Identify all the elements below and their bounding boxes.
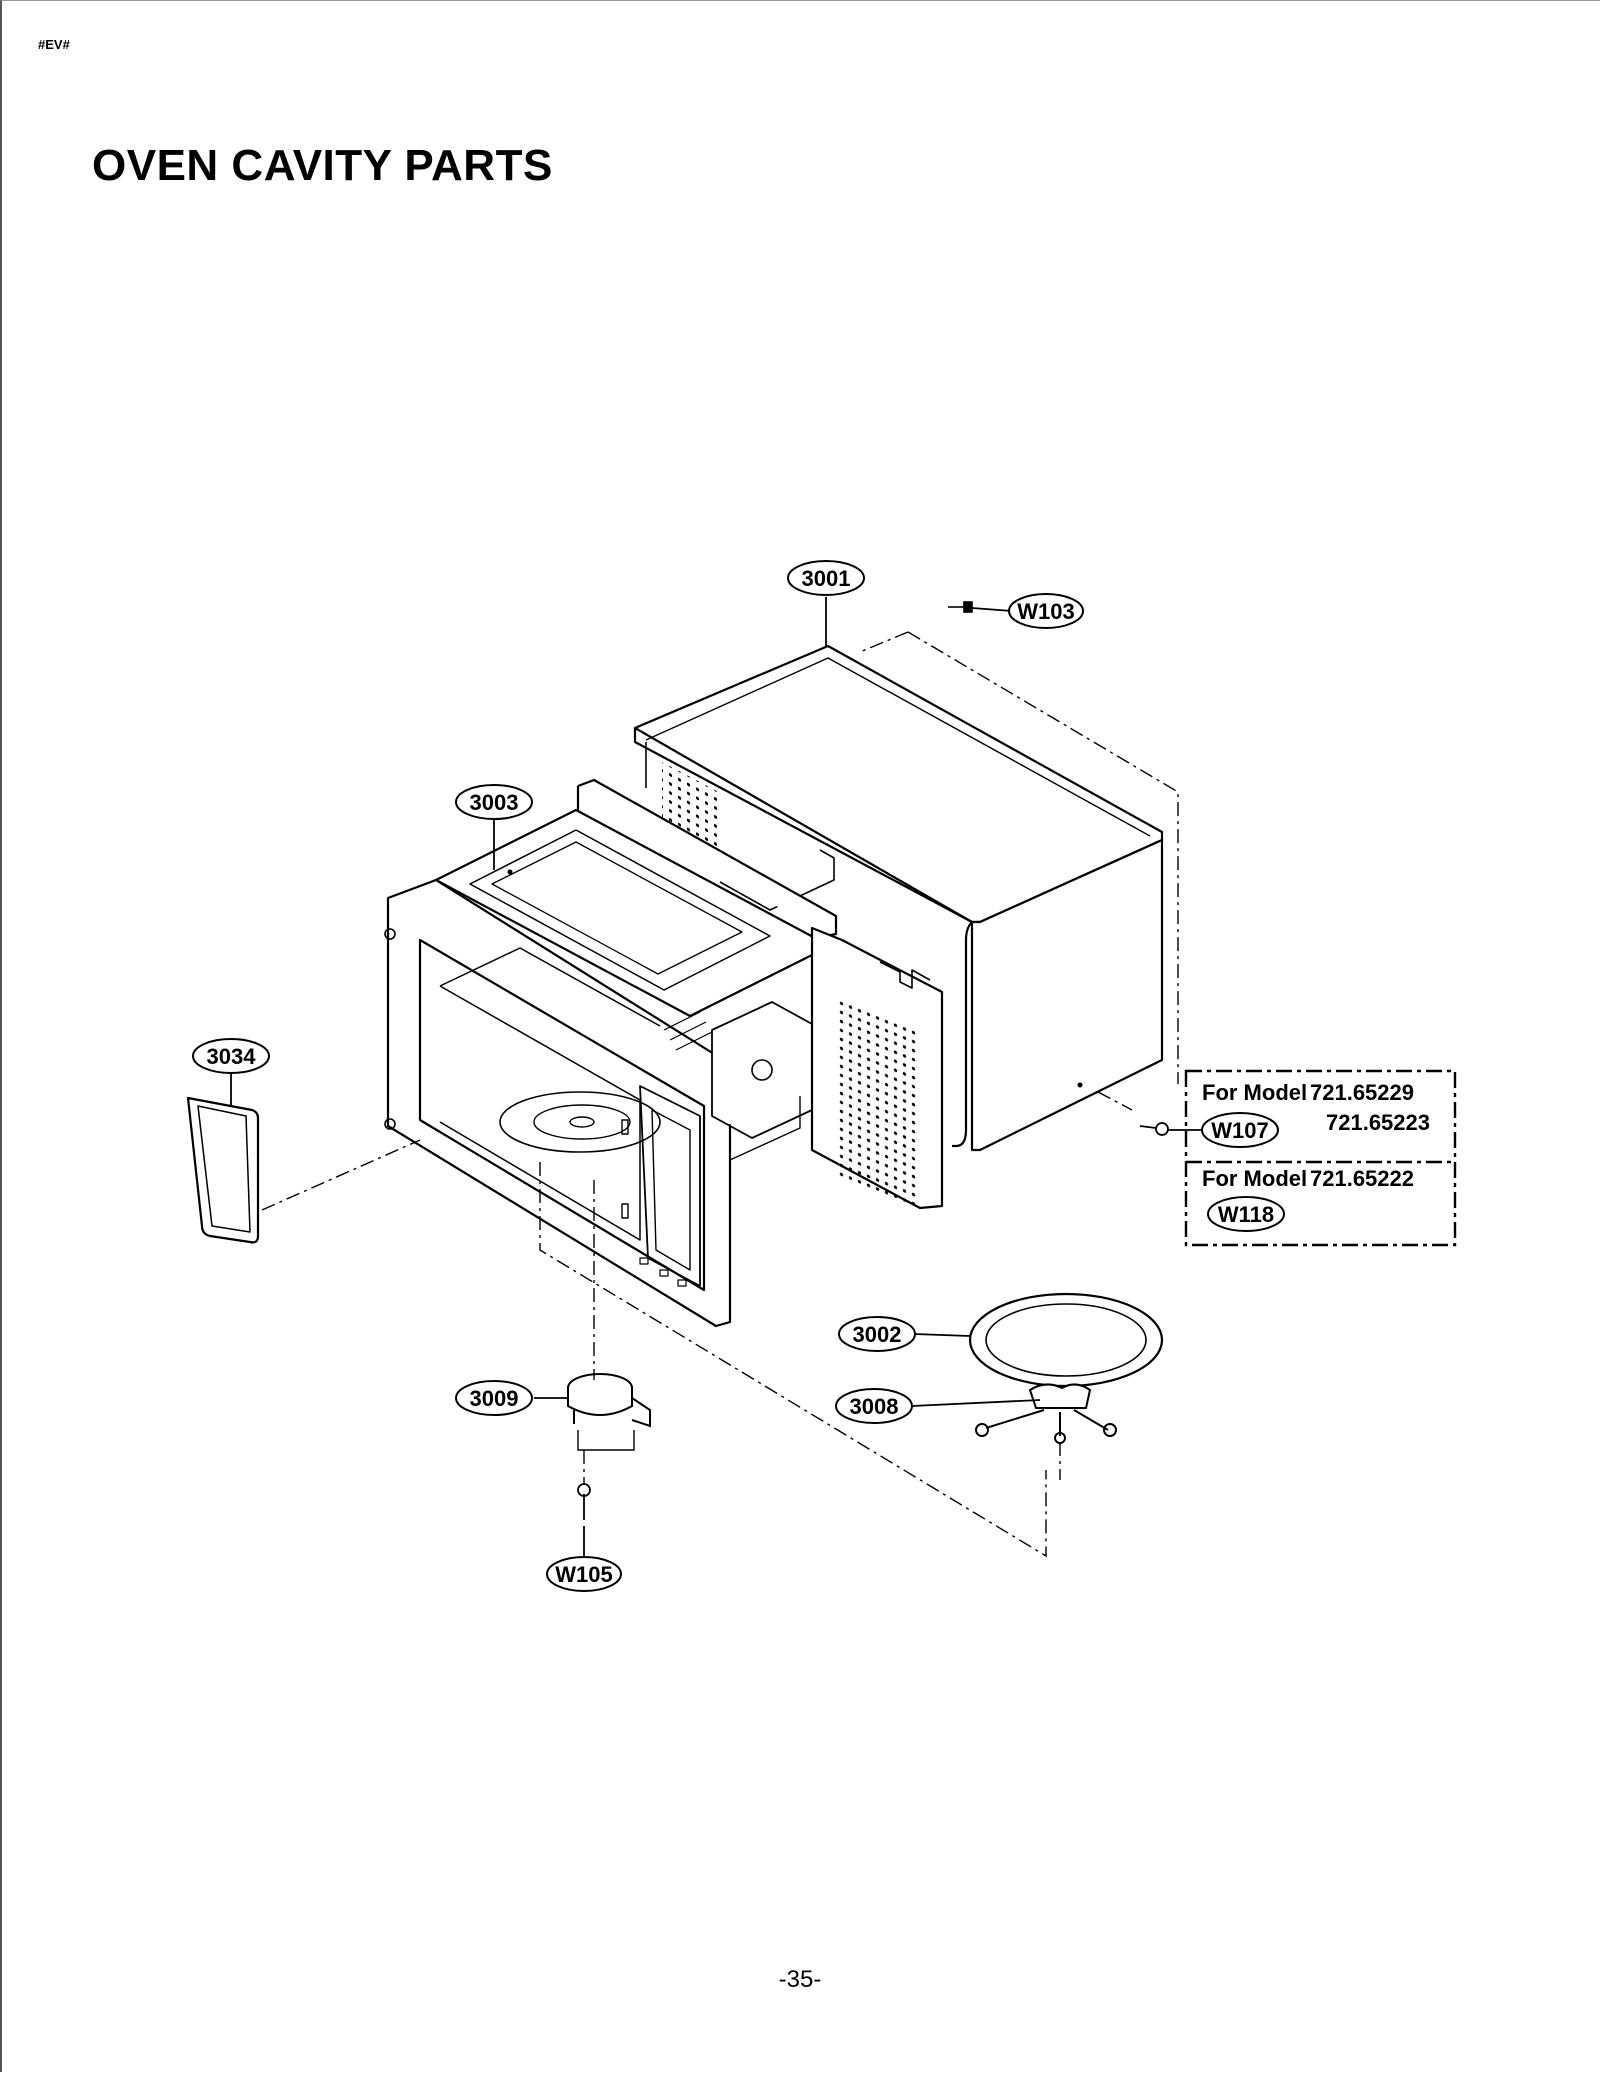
part-labels: 3001 W103 3003 3034 3002 3008 3009 W105 bbox=[192, 560, 1084, 1592]
svg-text:W103: W103 bbox=[1017, 599, 1074, 624]
label-3001: 3001 bbox=[787, 560, 865, 596]
page-code: #EV# bbox=[38, 37, 70, 52]
svg-text:3009: 3009 bbox=[470, 1386, 519, 1411]
svg-text:3008: 3008 bbox=[850, 1394, 899, 1419]
screw-w107 bbox=[1139, 1122, 1169, 1136]
svg-text:3001: 3001 bbox=[802, 566, 851, 591]
label-3009: 3009 bbox=[455, 1380, 533, 1416]
leader-lines bbox=[230, 597, 1204, 1560]
roller-support bbox=[975, 1383, 1117, 1444]
svg-text:3003: 3003 bbox=[470, 790, 519, 815]
label-w105: W105 bbox=[546, 1556, 622, 1592]
turntable-motor bbox=[567, 1373, 651, 1451]
glass-tray bbox=[968, 1292, 1164, 1388]
svg-text:3034: 3034 bbox=[207, 1044, 257, 1069]
outer-case bbox=[633, 644, 1164, 1152]
note-model-b: 721.65223 bbox=[1326, 1110, 1430, 1135]
label-w103: W103 bbox=[1008, 593, 1084, 629]
note-for-model-1: For Model bbox=[1202, 1080, 1307, 1105]
label-3034: 3034 bbox=[192, 1038, 270, 1074]
note-model-c: 721.65222 bbox=[1310, 1166, 1414, 1191]
label-3002: 3002 bbox=[838, 1316, 916, 1352]
waveguide-cover bbox=[186, 1096, 260, 1244]
label-3003: 3003 bbox=[455, 784, 533, 820]
label-3008: 3008 bbox=[835, 1388, 913, 1424]
svg-text:W107: W107 bbox=[1211, 1118, 1268, 1143]
page-number: -35- bbox=[778, 1966, 822, 1993]
model-note-box: For Model 721.65229 721.65223 W107 For M… bbox=[1184, 1069, 1457, 1247]
label-w118: W118 bbox=[1207, 1196, 1285, 1232]
svg-text:W118: W118 bbox=[1218, 1202, 1274, 1227]
note-model-a: 721.65229 bbox=[1310, 1080, 1414, 1105]
label-w107: W107 bbox=[1201, 1112, 1279, 1148]
assembly-lines bbox=[261, 631, 1179, 1558]
back-panel bbox=[810, 926, 944, 1210]
note-for-model-2: For Model bbox=[1202, 1166, 1307, 1191]
screw-w103 bbox=[948, 601, 973, 613]
svg-text:W105: W105 bbox=[555, 1562, 612, 1587]
screw-w105 bbox=[577, 1483, 591, 1520]
svg-text:3002: 3002 bbox=[853, 1322, 902, 1347]
oven-cavity bbox=[384, 778, 838, 1328]
page-title: OVEN CAVITY PARTS bbox=[92, 141, 553, 190]
